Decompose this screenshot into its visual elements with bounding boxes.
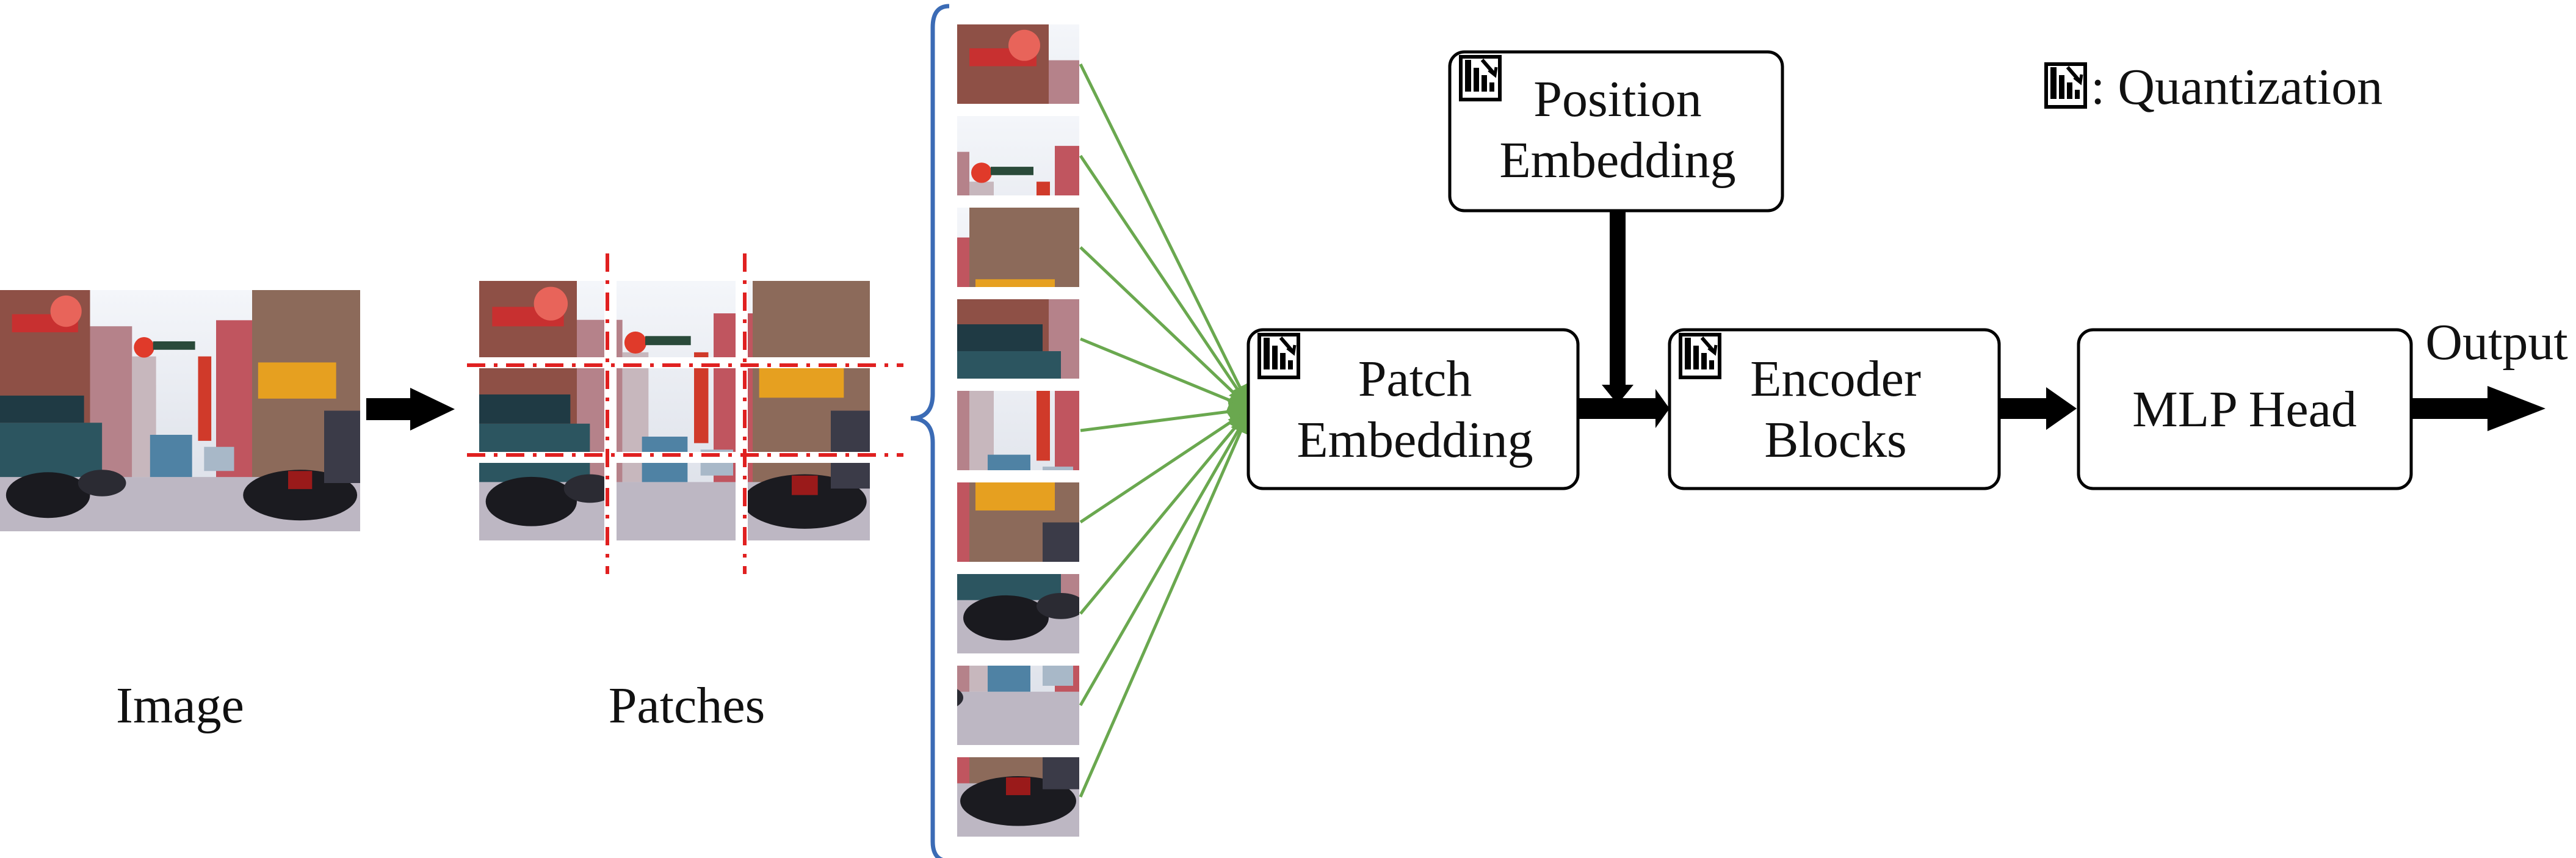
patch-grid xyxy=(467,253,903,574)
connector-line xyxy=(1079,409,1250,524)
connector-line xyxy=(1079,412,1251,798)
position-embedding-arrow xyxy=(1602,211,1634,404)
image-to-patches-arrow xyxy=(366,388,455,431)
connector-line xyxy=(1080,337,1251,411)
encoder-to-mlp-arrow xyxy=(2000,387,2077,430)
input-image xyxy=(0,290,360,531)
quantization-icon xyxy=(1259,335,1298,377)
connector-line xyxy=(1079,63,1250,407)
quantization-icon xyxy=(2046,64,2085,107)
connector-line xyxy=(1079,155,1250,407)
connector-line xyxy=(1079,410,1250,615)
connector-line xyxy=(1079,410,1250,707)
position-embedding-line1: Position xyxy=(1533,71,1701,128)
patch-embedding-line2: Embedding xyxy=(1297,412,1533,468)
connector-lines xyxy=(1079,63,1251,798)
output-label: Output xyxy=(2425,314,2567,371)
image-label: Image xyxy=(116,677,244,734)
connector-line xyxy=(1079,246,1250,409)
encoder-blocks-line1: Encoder xyxy=(1750,351,1921,407)
legend-quantization-label: : Quantization xyxy=(2091,59,2382,115)
mlp-head-label: MLP Head xyxy=(2132,381,2357,438)
brace xyxy=(910,4,950,858)
quantization-icon xyxy=(1681,335,1720,377)
legend: : Quantization xyxy=(2046,59,2382,115)
encoder-blocks-line2: Blocks xyxy=(1764,412,1906,468)
position-embedding-line2: Embedding xyxy=(1499,132,1735,189)
patch-embedding-block: Patch Embedding xyxy=(1246,328,1580,490)
connector-line xyxy=(1080,401,1251,432)
patch-embedding-line1: Patch xyxy=(1358,351,1472,407)
encoder-blocks-block: Encoder Blocks xyxy=(1668,328,2001,490)
patch-to-encoder-arrow xyxy=(1579,389,1670,428)
mlp-head-block: MLP Head xyxy=(2077,328,2413,490)
quantization-icon xyxy=(1461,57,1500,100)
position-embedding-block: Position Embedding xyxy=(1448,50,1784,213)
output-arrow xyxy=(2412,386,2545,431)
patches-label: Patches xyxy=(609,677,765,734)
